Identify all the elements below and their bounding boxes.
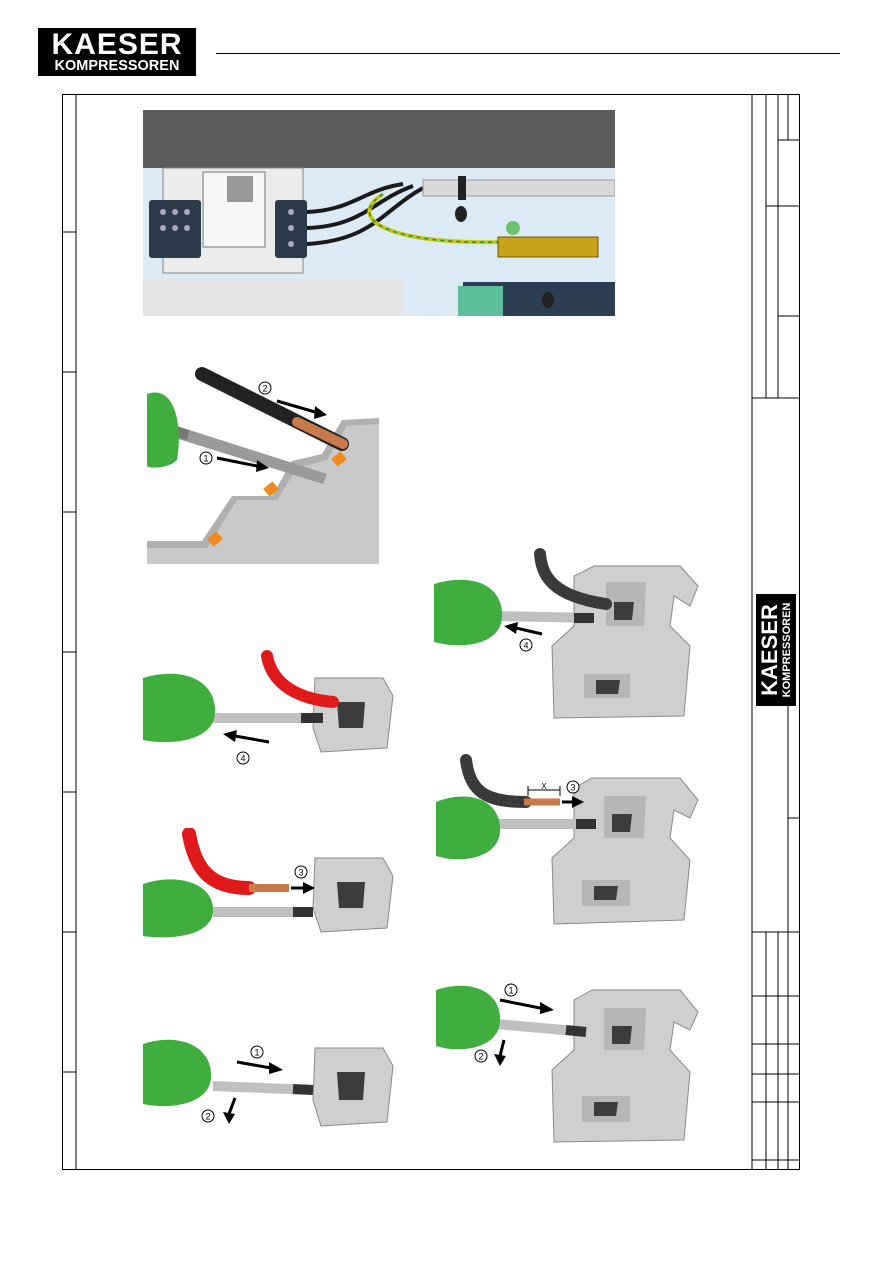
strip-length-label: X (541, 782, 547, 791)
terminal-start-right: 1 2 (436, 983, 699, 1143)
installation-photo (143, 110, 615, 316)
side-kaeser-logo: KAESER KOMPRESSOREN (756, 594, 796, 706)
clip-insert-left: 3 (143, 828, 394, 938)
logo-line2: KOMPRESSOREN (54, 58, 180, 74)
logo-line1: KAESER (51, 28, 183, 61)
label-left-3: 3 (298, 868, 303, 878)
label-right-4: 4 (523, 641, 528, 651)
clip-start-left: 1 2 (143, 1039, 394, 1127)
label-left-2: 2 (205, 1112, 210, 1122)
page-frame (62, 94, 800, 1170)
side-logo-line1: KAESER (757, 604, 782, 696)
label-step-2: 2 (262, 384, 267, 394)
terminal-insert-right: X 3 (436, 754, 699, 925)
side-logo-line2: KOMPRESSOREN (781, 602, 793, 698)
label-left-1: 1 (254, 1048, 259, 1058)
wire-insertion-diagram: 2 1 (147, 366, 379, 564)
label-left-4: 4 (240, 754, 245, 764)
label-step-1: 1 (203, 454, 208, 464)
kaeser-logo: KAESER KOMPRESSOREN (38, 28, 196, 76)
label-right-3: 3 (570, 783, 575, 793)
clip-release-left: 4 (143, 650, 394, 765)
label-right-1: 1 (508, 986, 513, 996)
terminal-release-right: 4 (434, 548, 699, 719)
header-rule (216, 53, 840, 54)
label-right-2: 2 (478, 1052, 483, 1062)
